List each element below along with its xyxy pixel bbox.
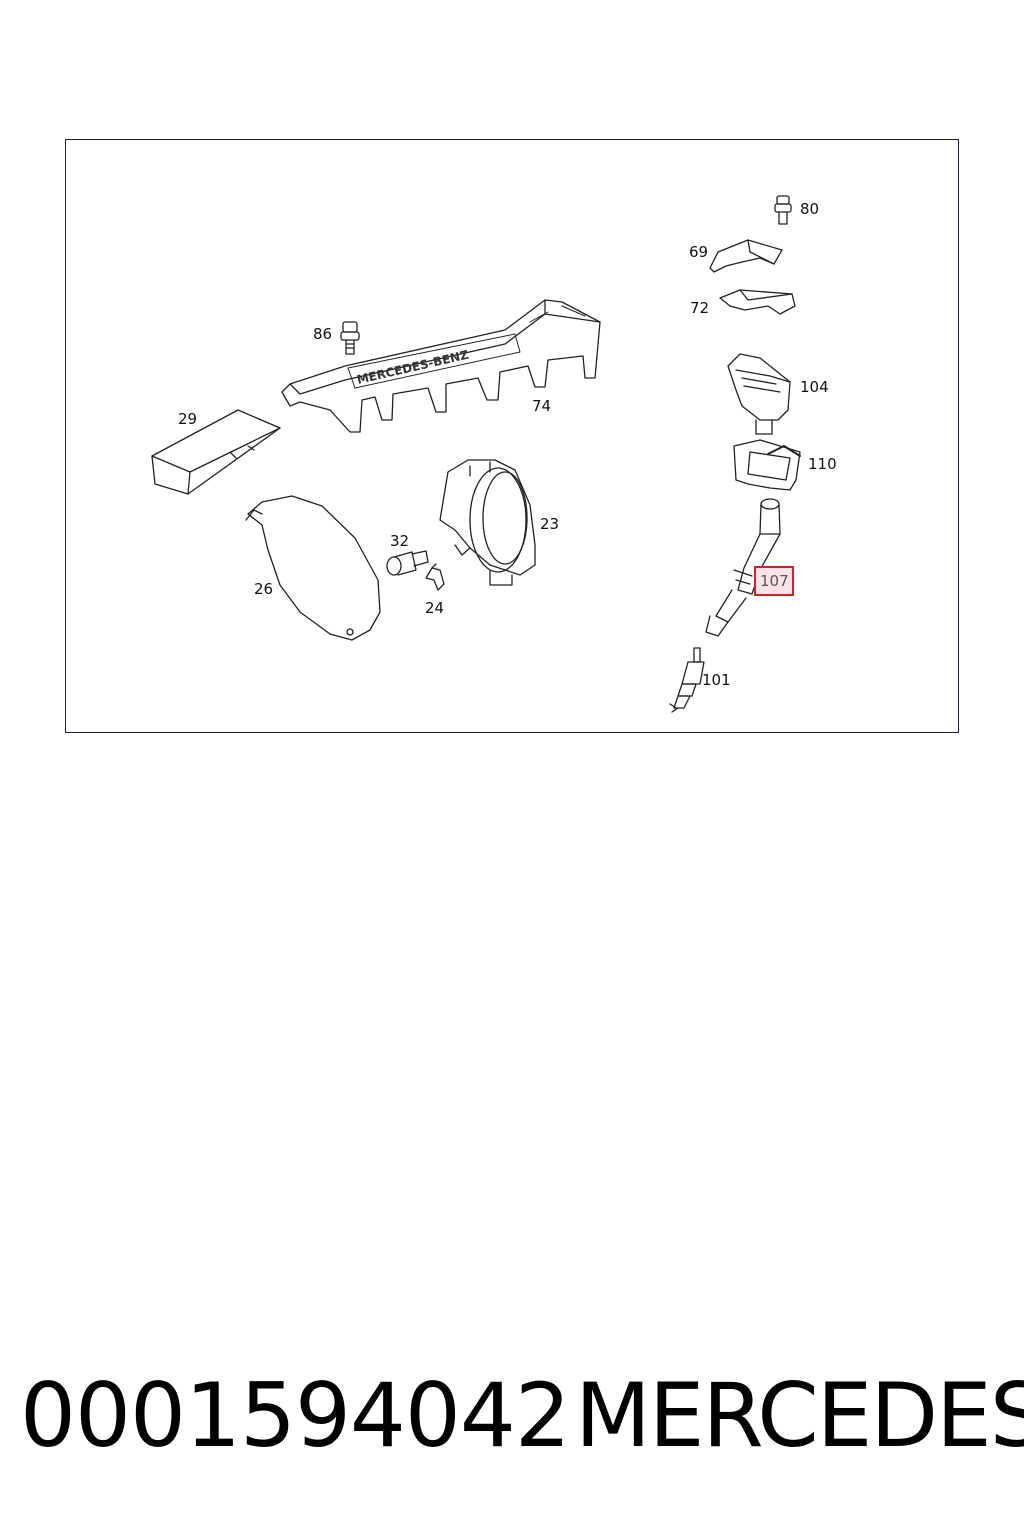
callout-80[interactable]: 80 [800,200,820,218]
bolt-part-86 [340,321,360,355]
part-number: 0001594042 [20,1364,571,1467]
bolt-part-80 [774,195,792,225]
callout-101[interactable]: 101 [702,671,731,689]
brand-name: MERCEDES [575,1364,1024,1467]
callout-72[interactable]: 72 [690,299,710,317]
trim-part-29 [151,409,281,495]
fitting-part-32 [386,550,429,576]
ignition-coil-part-104 [727,353,791,435]
callout-104[interactable]: 104 [800,378,829,396]
callout-86[interactable]: 86 [313,325,333,343]
cover-part-26 [245,495,381,641]
callout-74[interactable]: 74 [532,397,552,415]
clip-part-24 [425,563,445,591]
callout-26[interactable]: 26 [254,580,274,598]
diagram-frame [65,139,959,733]
shroud-part-23 [439,459,536,586]
holder-part-110 [733,439,801,491]
callout-29[interactable]: 29 [178,410,198,428]
callout-110[interactable]: 110 [808,455,837,473]
callout-24[interactable]: 24 [425,599,445,617]
callout-107-highlighted[interactable]: 107 [754,566,794,596]
bracket-part-72 [719,289,796,315]
callout-69[interactable]: 69 [689,243,709,261]
callout-23[interactable]: 23 [540,515,560,533]
callout-32[interactable]: 32 [390,532,410,550]
spark-plug-part-101 [669,647,705,713]
plug-connector-part-107 [705,498,781,637]
bracket-part-69 [709,239,783,273]
